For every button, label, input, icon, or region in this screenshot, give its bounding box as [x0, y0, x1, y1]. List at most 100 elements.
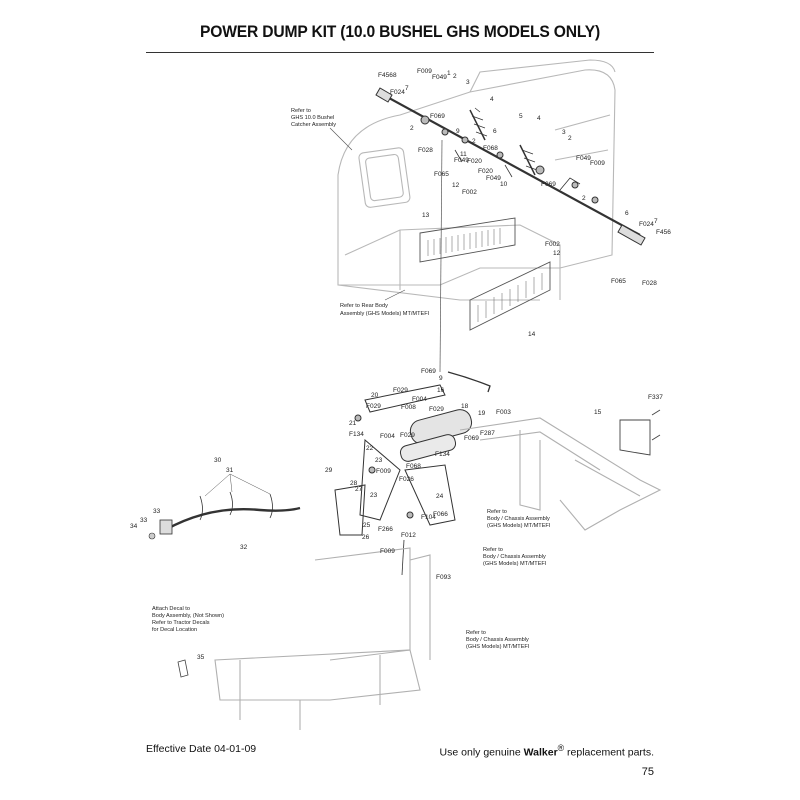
- callout: F002: [545, 241, 560, 248]
- callout: 18: [461, 403, 469, 410]
- callout: 13: [422, 212, 430, 219]
- callouts-top: F456 8 F009 1 2 F049 7 3 F024 4 2 F069 5…: [378, 68, 671, 338]
- callout: 4: [490, 96, 494, 103]
- callout: 11: [460, 151, 467, 158]
- callout: F004: [380, 433, 395, 440]
- vertical-link-rod: [439, 139, 443, 373]
- callout: 4: [537, 115, 541, 122]
- callout: 9: [439, 375, 443, 382]
- callout: 3: [466, 79, 470, 86]
- note-decal-line1: Attach Decal to: [152, 606, 190, 612]
- callout: 34: [130, 523, 138, 530]
- callout: 14: [528, 331, 536, 338]
- callout: 9: [456, 128, 460, 135]
- callout: F069: [464, 435, 479, 442]
- note-chassis-a-line2: Body / Chassis Assembly: [487, 516, 550, 522]
- note-decal-line4: for Decal Location: [152, 627, 197, 633]
- callout: F009: [590, 160, 605, 167]
- callout: 33: [153, 508, 161, 515]
- callout: F029: [400, 432, 415, 439]
- note-rear-body-line1: Refer to Rear Body: [340, 303, 388, 309]
- callout: 35: [197, 654, 205, 661]
- note-decal-line3: Refer to Tractor Decals: [152, 620, 210, 626]
- callout: 8: [393, 72, 397, 79]
- callout: F337: [648, 394, 663, 401]
- note-chassis-a-line3: (GHS Models) MT/MTEFI: [487, 523, 551, 529]
- callout: 29: [325, 467, 333, 474]
- note-catcher-line1: Refer to: [291, 108, 311, 114]
- note-catcher-line3: Catcher Assembly: [291, 122, 336, 128]
- title-rule: [146, 52, 654, 53]
- callout: 24: [436, 493, 444, 500]
- footer-suffix: replacement parts.: [564, 746, 654, 759]
- callout: F093: [436, 574, 451, 581]
- callout: F049: [486, 175, 501, 182]
- callout: F049: [576, 155, 591, 162]
- callout: 33: [140, 517, 148, 524]
- callout: F287: [480, 430, 495, 437]
- callouts-lower: 35: [197, 654, 205, 661]
- callout: F009: [380, 548, 395, 555]
- callout: F069: [421, 368, 436, 375]
- callout: F266: [378, 526, 393, 533]
- actuator-assembly: [334, 371, 491, 576]
- callout: 23: [375, 457, 383, 464]
- callout: 2: [453, 73, 457, 80]
- callout: F028: [418, 147, 433, 154]
- callout: 10: [500, 181, 508, 188]
- note-chassis-b-line2: Body / Chassis Assembly: [483, 554, 546, 560]
- callout: F020: [467, 158, 482, 165]
- footer-prefix: Use only genuine: [439, 746, 524, 759]
- callout: 1: [447, 70, 451, 77]
- callout: 7: [405, 85, 409, 92]
- callout: F134: [435, 451, 450, 458]
- callout: F068: [406, 463, 421, 470]
- callout: F008: [401, 404, 416, 411]
- callout: F049: [432, 74, 447, 81]
- note-catcher-line2: GHS 10.0 Bushel: [291, 115, 334, 121]
- callout: 2: [582, 195, 586, 202]
- top-linkage-assembly: [375, 87, 646, 246]
- callout: F456: [378, 72, 393, 79]
- callout: F009: [376, 468, 391, 475]
- callout: 2: [568, 135, 572, 142]
- note-chassis-c-line2: Body / Chassis Assembly: [466, 637, 529, 643]
- decal-35: [177, 659, 189, 678]
- rear-grille-14: [469, 261, 551, 331]
- callout: F009: [417, 68, 432, 75]
- callout: 3: [562, 129, 566, 136]
- note-rear-body-line2: Assembly (GHS Models) MT/MTEFI: [340, 311, 430, 317]
- callout: 32: [240, 544, 248, 551]
- reference-notes: Refer to GHS 10.0 Bushel Catcher Assembl…: [152, 108, 551, 650]
- page-number: 75: [641, 766, 654, 778]
- footer-notice: Use only genuine Walker® replacement par…: [440, 743, 654, 759]
- callout: F003: [496, 409, 511, 416]
- wiring-harness: [148, 491, 301, 540]
- callout: 22: [366, 445, 374, 452]
- callout: 2: [410, 125, 414, 132]
- callout: 26: [362, 534, 370, 541]
- callout: 6: [493, 128, 497, 135]
- callout: 12: [553, 250, 561, 257]
- callout: 19: [478, 410, 486, 417]
- callout: 31: [226, 467, 234, 474]
- callout: 2: [472, 138, 476, 145]
- callout: 7: [654, 218, 658, 225]
- callout: F104: [421, 514, 436, 521]
- callout: F068: [483, 145, 498, 152]
- note-decal-line2: Body Assembly, (Not Shown): [152, 613, 224, 619]
- callout: 16: [437, 387, 445, 394]
- note-chassis-c-line3: (GHS Models) MT/MTEFI: [466, 644, 530, 650]
- callout: F028: [642, 280, 657, 287]
- callout: 21: [349, 420, 357, 427]
- callout: F065: [611, 278, 626, 285]
- callout: F029: [366, 403, 381, 410]
- callout: 12: [452, 182, 460, 189]
- callout: F026: [399, 476, 414, 483]
- callout: F069: [541, 181, 556, 188]
- callouts-middle: F069 9 20 F029 16 F004 F029 F008 18 F003…: [325, 368, 663, 581]
- page-title: POWER DUMP KIT (10.0 BUSHEL GHS MODELS O…: [199, 22, 601, 41]
- note-chassis-b-line1: Refer to: [483, 547, 503, 553]
- callout: F024: [390, 89, 405, 96]
